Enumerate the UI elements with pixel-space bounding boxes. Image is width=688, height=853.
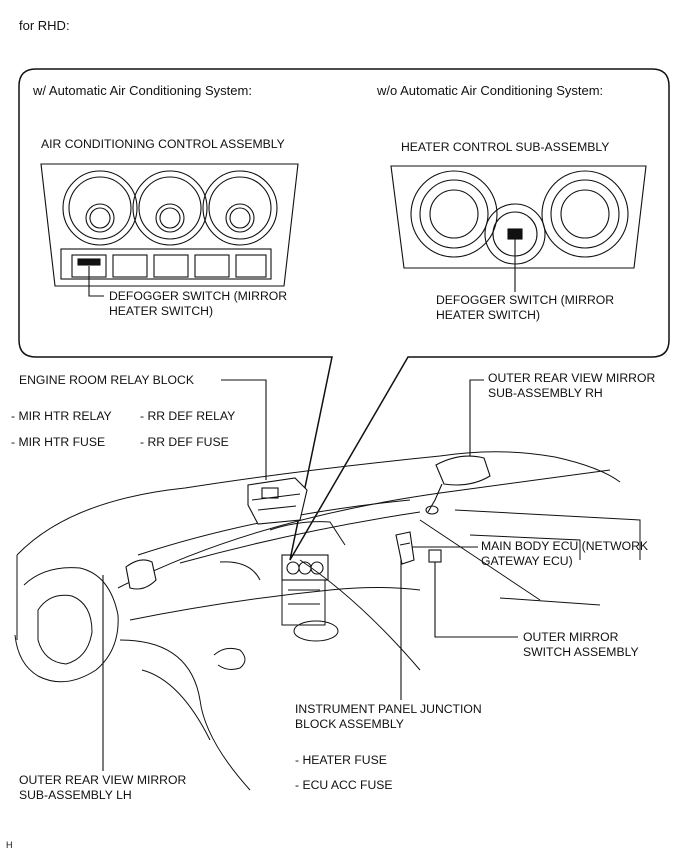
mirror-lh-drawing bbox=[125, 559, 157, 590]
left-defogger-leader bbox=[88, 266, 104, 297]
ac-control-panel bbox=[40, 163, 299, 287]
left-assembly-label: AIR CONDITIONING CONTROL ASSEMBLY bbox=[41, 137, 285, 151]
right-assembly-label: HEATER CONTROL SUB-ASSEMBLY bbox=[401, 140, 610, 154]
relay-block-drawing bbox=[247, 477, 308, 525]
left-heading: w/ Automatic Air Conditioning System: bbox=[33, 83, 252, 98]
heater-control-panel bbox=[390, 165, 647, 269]
mirror-rh-label: OUTER REAR VIEW MIRROR SUB-ASSEMBLY RH bbox=[488, 371, 656, 400]
relay-block-leader bbox=[221, 379, 267, 480]
car-body-outline bbox=[14, 451, 641, 791]
mirror-rh-leader bbox=[469, 379, 484, 460]
page-title: for RHD: bbox=[19, 18, 70, 33]
footer-mark: H bbox=[6, 840, 13, 850]
dash-control-panel bbox=[281, 554, 329, 581]
mirror-lh-label: OUTER REAR VIEW MIRROR SUB-ASSEMBLY LH bbox=[19, 773, 187, 802]
ecu-acc-fuse-label: - ECU ACC FUSE bbox=[295, 778, 393, 792]
rr-def-relay-label: - RR DEF RELAY bbox=[140, 409, 236, 423]
mir-htr-fuse-label: - MIR HTR FUSE bbox=[11, 435, 106, 449]
relay-block-label: ENGINE ROOM RELAY BLOCK bbox=[19, 373, 194, 387]
right-defogger-label: DEFOGGER SWITCH (MIRROR HEATER SWITCH) bbox=[436, 293, 615, 322]
outer-mirror-switch-label: OUTER MIRROR SWITCH ASSEMBLY bbox=[523, 630, 639, 659]
switch-leader bbox=[434, 562, 518, 638]
right-heading: w/o Automatic Air Conditioning System: bbox=[377, 83, 604, 98]
callout-box bbox=[18, 68, 670, 561]
left-defogger-label: DEFOGGER SWITCH (MIRROR HEATER SWITCH) bbox=[109, 289, 288, 318]
main-body-ecu-drawing bbox=[395, 531, 415, 565]
mirror-rh-drawing bbox=[425, 455, 491, 515]
outer-mirror-switch-drawing bbox=[428, 549, 442, 563]
main-body-ecu-label: MAIN BODY ECU (NETWORK GATEWAY ECU) bbox=[481, 539, 649, 568]
junction-block-label: INSTRUMENT PANEL JUNCTION BLOCK ASSEMBLY bbox=[295, 702, 482, 731]
heater-fuse-label: - HEATER FUSE bbox=[295, 753, 387, 767]
rr-def-fuse-label: - RR DEF FUSE bbox=[140, 435, 229, 449]
mir-htr-relay-label: - MIR HTR RELAY bbox=[11, 409, 112, 423]
